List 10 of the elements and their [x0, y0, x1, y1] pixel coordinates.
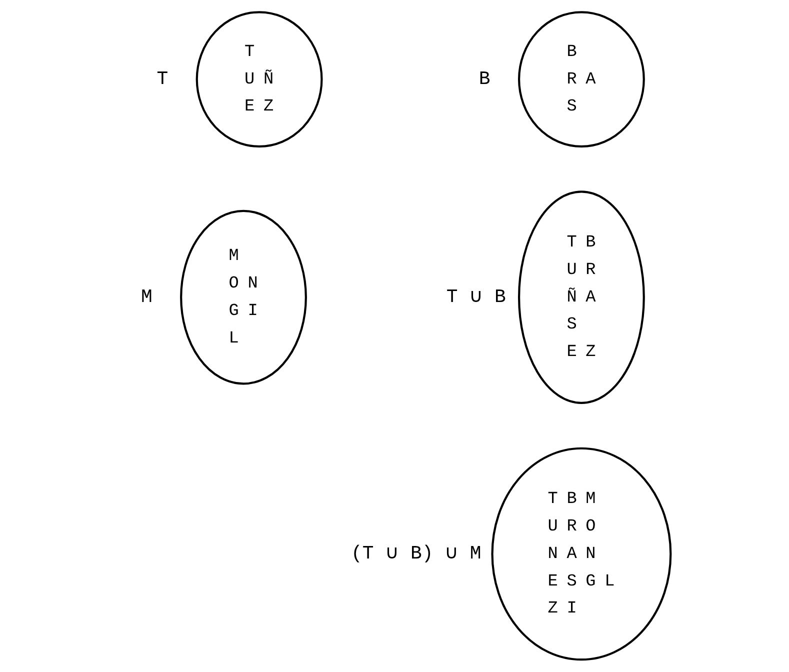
node-ellipse: T B M U R O N A N E S G L Z I	[491, 447, 672, 661]
node-label: M	[140, 286, 152, 308]
node-label: T	[156, 68, 168, 90]
node-label: B	[478, 68, 490, 90]
node-ellipse: T B U R Ñ A S E Z	[518, 190, 645, 404]
node-circle: B R A S	[518, 11, 645, 148]
node-label: (T ∪ B) ∪ M	[351, 542, 482, 565]
node-circle: T U Ñ E Z	[196, 11, 323, 148]
node-label: T ∪ B	[446, 286, 506, 308]
node-ellipse: M O N G I L	[180, 210, 307, 385]
